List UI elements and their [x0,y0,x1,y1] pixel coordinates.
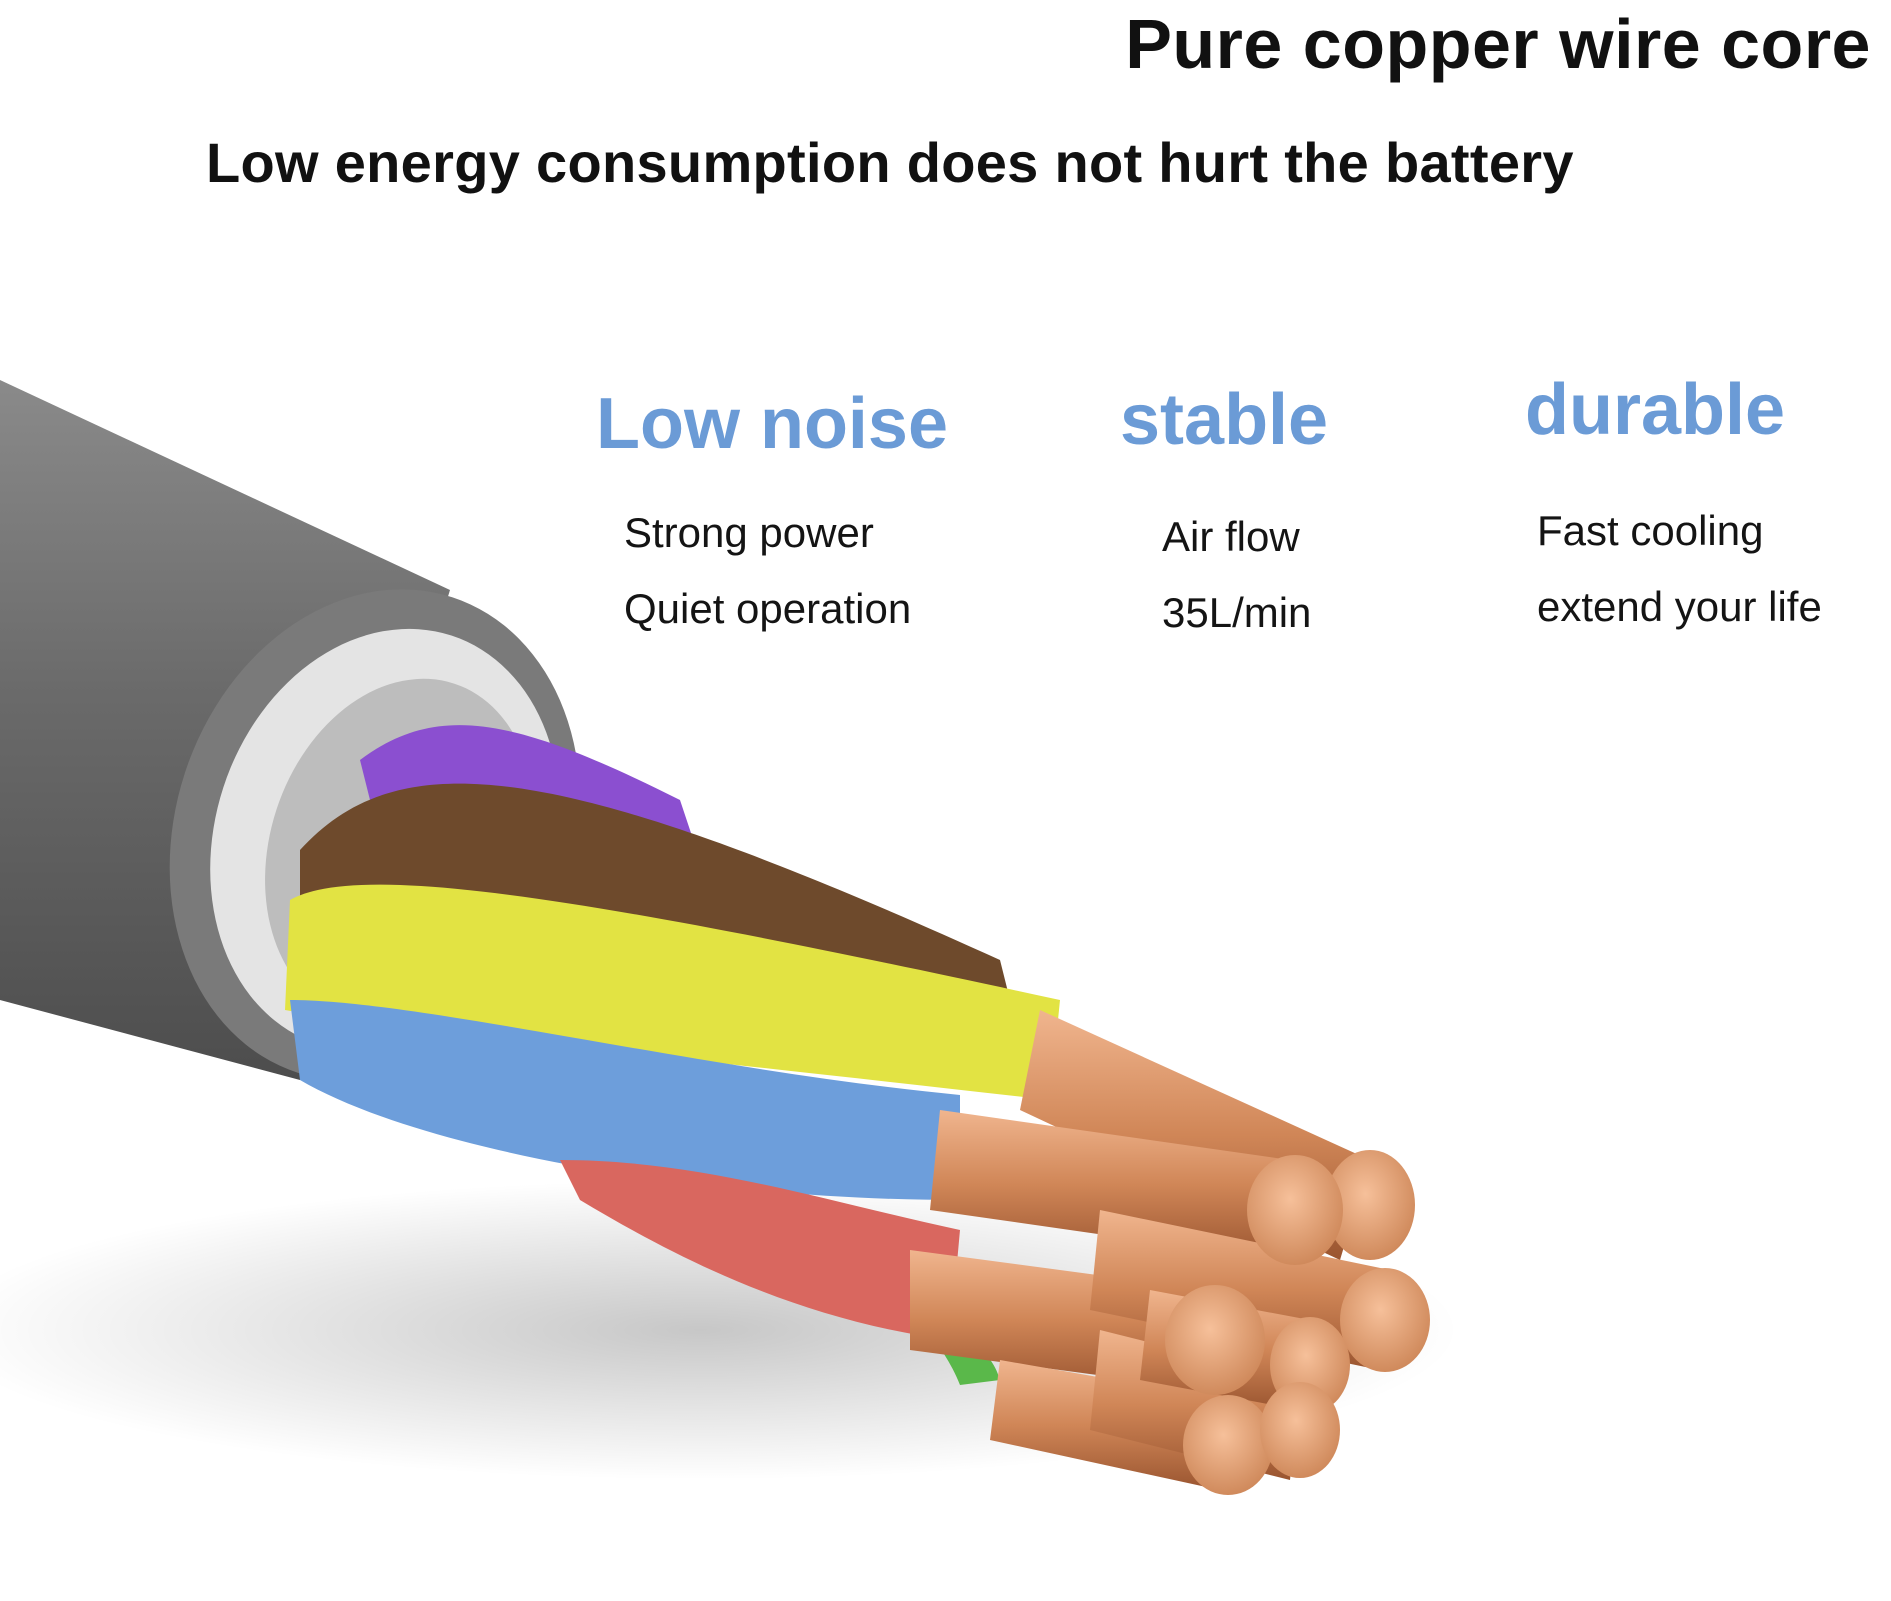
red-wire [560,1160,960,1340]
feature-line: Fast cooling [1537,507,1764,554]
feature-heading: stable [1120,380,1329,460]
feature-line: Strong power [624,509,874,556]
feature-line: Air flow [1162,513,1300,560]
feature-low-noise: Low noise Strong power Quiet operation [596,384,949,630]
feature-line: extend your life [1537,583,1822,630]
feature-line: Quiet operation [624,585,912,632]
feature-line: 35L/min [1162,589,1312,636]
feature-durable: durable Fast cooling extend your life [1525,370,1822,628]
feature-heading: Low noise [596,384,949,464]
page-title: Pure copper wire core [1125,5,1871,83]
feature-stable: stable Air flow 35L/min [1120,380,1329,634]
blue-wire [290,1000,960,1200]
yellow-wire [285,884,1060,1100]
page-subtitle: Low energy consumption does not hurt the… [206,131,1574,194]
feature-heading: durable [1525,370,1786,450]
copper-conductors [910,1010,1430,1495]
